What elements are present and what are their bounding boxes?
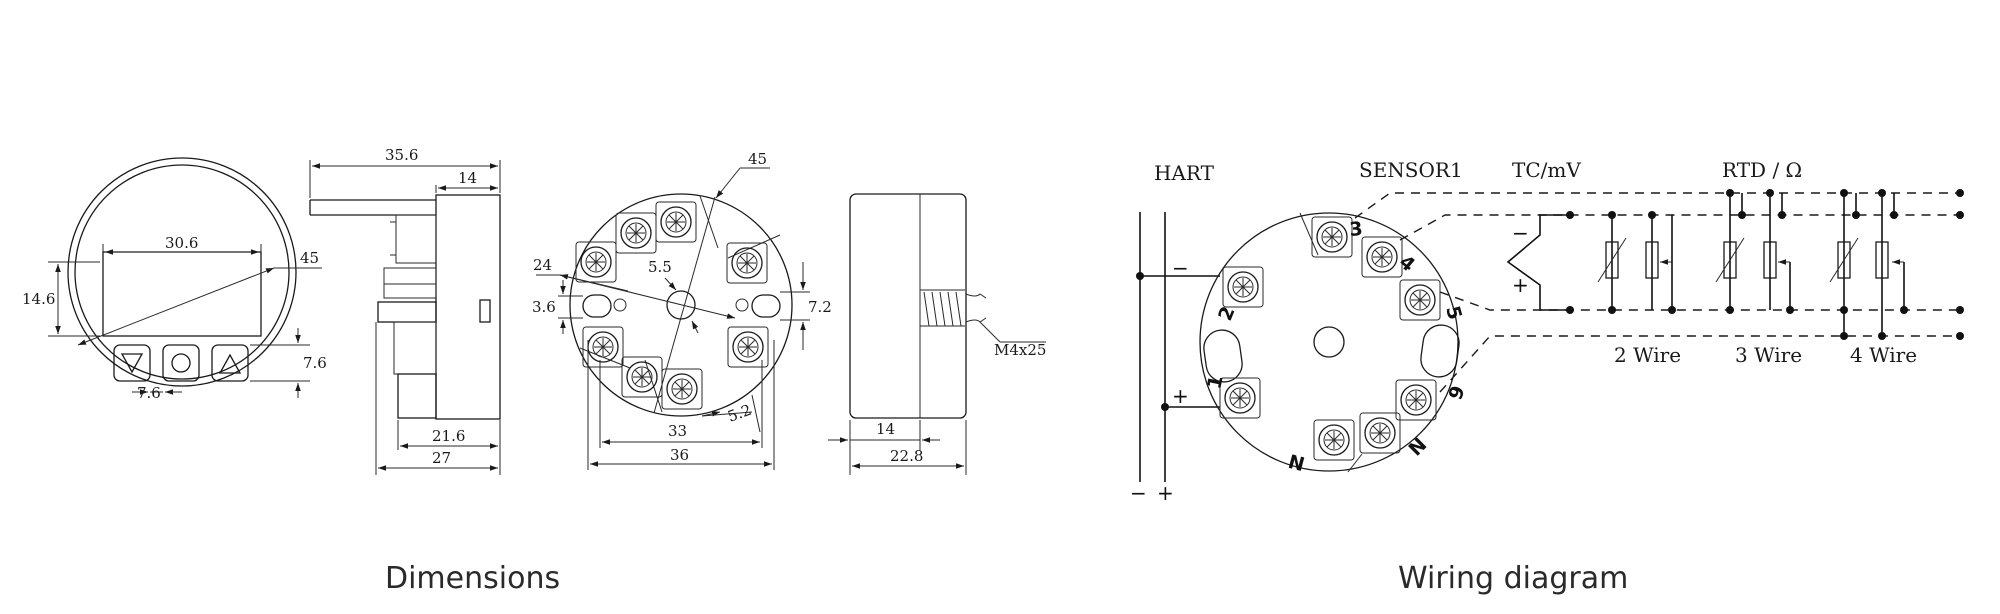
terminal-1: 1 [1203, 374, 1227, 392]
terminal-n-right: N [1403, 432, 1430, 459]
tc-plus-sign: + [1512, 273, 1529, 297]
label-3-wire: 3 Wire [1735, 343, 1802, 367]
dim-button-offset: 7.6 [303, 354, 327, 372]
dim-profile-outer: 22.8 [890, 447, 923, 465]
label-2-wire: 2 Wire [1614, 343, 1681, 367]
terminal-2: 2 [1214, 303, 1239, 324]
label-rtd-ohm: RTD / Ω [1722, 158, 1802, 182]
terminal-n-left: N [1286, 449, 1307, 474]
caption-dimensions: Dimensions [385, 561, 560, 596]
dim-top-outer: 36 [670, 446, 689, 464]
side-view: 35.6 14 21.6 27 [309, 146, 501, 475]
rtd-4-wire [1829, 189, 1908, 340]
rtd-2-wire [1597, 211, 1676, 314]
front-view: 30.6 45 14.6 7.6 7.6 [22, 157, 327, 402]
dim-top-inner: 33 [668, 422, 687, 440]
terminal-6: 6 [1443, 382, 1468, 402]
dim-side-inner: 21.6 [432, 427, 465, 445]
hart-minus-sign: − [1172, 256, 1189, 280]
top-view: 45 24 5.5 3.6 7.2 33 36 5.2 [532, 150, 832, 470]
bottom-plus-sign: + [1157, 481, 1174, 505]
label-tc-mv: TC/mV [1512, 158, 1581, 182]
terminal-4: 4 [1395, 251, 1419, 276]
dim-profile-thread: M4x25 [994, 341, 1046, 359]
profile-view: M4x25 14 22.8 [828, 193, 1046, 475]
dim-side-bottom: 27 [432, 449, 451, 467]
label-hart: HART [1154, 161, 1215, 185]
dim-top-slot: 3.6 [532, 298, 556, 316]
dim-button-spacing: 7.6 [137, 384, 161, 402]
rtd-3-wire [1715, 189, 1794, 314]
dim-top-a: 24 [533, 256, 552, 274]
up-triangle-icon [218, 353, 242, 374]
dim-top-right: 7.2 [808, 298, 832, 316]
circle-icon [171, 353, 191, 373]
caption-wiring-diagram: Wiring diagram [1398, 561, 1628, 596]
dim-top-angle: 45 [748, 150, 767, 168]
dim-profile-inner: 14 [876, 420, 895, 438]
dim-top-b: 5.5 [648, 258, 672, 276]
bottom-minus-sign: − [1130, 481, 1147, 505]
label-4-wire: 4 Wire [1850, 343, 1917, 367]
down-triangle-icon [120, 353, 144, 374]
wiring-diagram: 2 1 3 4 5 6 N N [1130, 158, 1964, 505]
terminal-3: 3 [1349, 218, 1364, 241]
dim-side-top: 14 [458, 169, 477, 187]
dim-front-diameter: 45 [300, 249, 319, 267]
label-sensor1: SENSOR1 [1359, 158, 1463, 182]
tc-minus-sign: − [1512, 221, 1529, 245]
dim-front-height: 14.6 [22, 290, 55, 308]
hart-plus-sign: + [1172, 384, 1189, 408]
terminal-5: 5 [1441, 304, 1466, 322]
dim-front-width: 30.6 [165, 234, 198, 252]
dim-side-overall: 35.6 [385, 146, 418, 164]
